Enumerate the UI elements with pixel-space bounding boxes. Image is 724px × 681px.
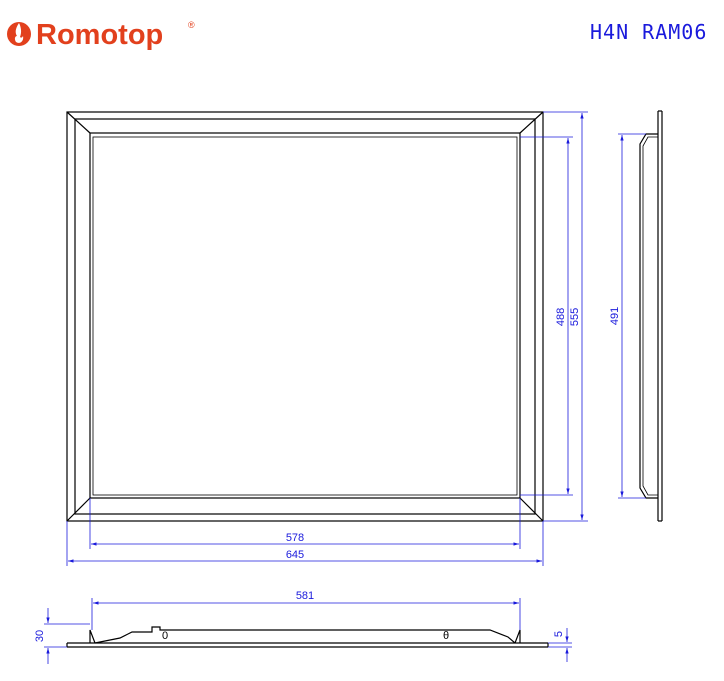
corner-line xyxy=(66,497,91,522)
registered-mark: ® xyxy=(188,20,195,30)
frame-inner-edge xyxy=(89,132,521,499)
corner-line xyxy=(66,111,91,134)
label-bottom-width: 581 xyxy=(296,590,314,602)
label-inner-height: 488 xyxy=(555,308,567,326)
romotop-logo: Romotop ® xyxy=(7,19,195,51)
frame-outer-edge xyxy=(66,111,544,522)
flame-icon xyxy=(7,22,31,46)
corner-line xyxy=(519,111,544,134)
label-outer-width: 645 xyxy=(286,549,304,561)
bottom-view xyxy=(66,626,549,648)
front-view xyxy=(66,111,544,522)
frame-outer-bevel xyxy=(74,118,536,515)
side-dimensions xyxy=(618,133,646,499)
side-view xyxy=(639,110,663,522)
label-bottom-height: 30 xyxy=(34,630,46,642)
frame-inner-lip xyxy=(92,136,518,496)
bottom-dimensions xyxy=(44,598,572,664)
label-side-height: 491 xyxy=(609,307,621,325)
product-code: H4N RAM06 xyxy=(590,20,708,44)
corner-line xyxy=(519,497,544,522)
label-outer-height: 555 xyxy=(569,308,581,326)
bottom-mark-left: 0 xyxy=(162,630,168,642)
front-dimensions xyxy=(66,111,588,566)
front-dimension-labels: 578 645 488 555 xyxy=(286,308,581,561)
label-inner-width: 578 xyxy=(286,532,304,544)
label-bottom-thickness: 5 xyxy=(553,631,565,637)
brand-name: Romotop xyxy=(36,19,163,51)
bottom-mark-right: θ xyxy=(443,630,449,642)
